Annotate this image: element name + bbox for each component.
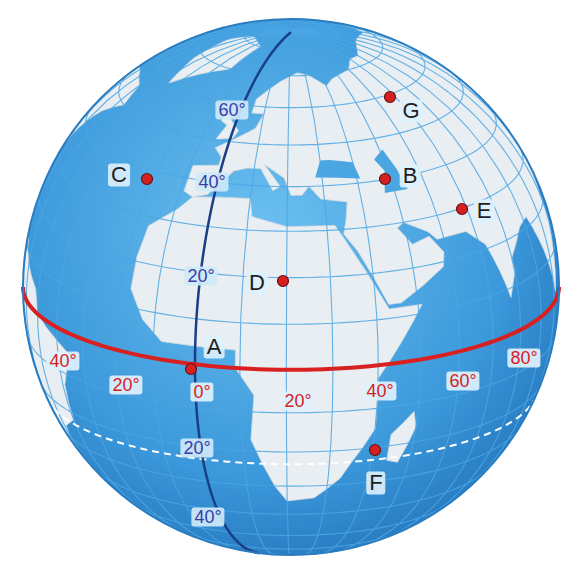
point-label: G bbox=[399, 99, 422, 122]
latitude-label: 40° bbox=[191, 508, 224, 527]
longitude-label: 20° bbox=[281, 392, 314, 411]
point-label: F bbox=[366, 471, 385, 494]
latitude-label: 20° bbox=[180, 439, 213, 458]
landmass bbox=[23, 233, 79, 451]
longitude-label: 0° bbox=[190, 383, 213, 402]
location-dot bbox=[457, 204, 468, 215]
ocean bbox=[23, 19, 559, 555]
location-dot bbox=[278, 276, 289, 287]
latitude-label: 20° bbox=[184, 267, 217, 286]
longitude-label: 80° bbox=[507, 349, 540, 368]
equator bbox=[23, 287, 559, 370]
longitude-label: 20° bbox=[109, 376, 142, 395]
latitude-label: 40° bbox=[195, 173, 228, 192]
longitude-label: 60° bbox=[446, 372, 479, 391]
longitude-label: 40° bbox=[46, 352, 79, 371]
point-label: E bbox=[474, 199, 495, 222]
graticule bbox=[23, 19, 559, 555]
location-dot bbox=[370, 445, 381, 456]
prime-meridian bbox=[195, 32, 291, 553]
location-dot bbox=[380, 174, 391, 185]
location-dot bbox=[385, 92, 396, 103]
location-dot bbox=[186, 364, 197, 375]
point-label: B bbox=[400, 164, 421, 187]
latitude-label: 60° bbox=[215, 101, 248, 120]
landmass bbox=[387, 412, 416, 463]
point-label: C bbox=[108, 163, 130, 186]
location-dot bbox=[142, 174, 153, 185]
point-label: A bbox=[204, 335, 225, 358]
point-label: D bbox=[246, 271, 268, 294]
landmass bbox=[184, 23, 556, 305]
longitude-label: 40° bbox=[363, 382, 396, 401]
globe-rim bbox=[23, 19, 559, 555]
